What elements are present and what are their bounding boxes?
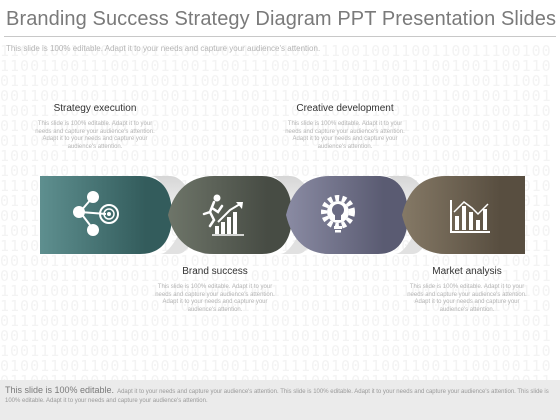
footer-text: This slide is 100% editable.Adapt it to … [5,386,555,406]
footer-bar [0,380,560,420]
step-description-strategy-execution: This slide is 100% editable. Adapt it to… [35,121,155,150]
step-description-market-analysis: This slide is 100% editable. Adapt it to… [407,284,527,313]
step-label-brand-success: Brand success [182,266,248,277]
lightbulb-gear-icon [321,195,355,233]
step-label-strategy-execution: Strategy execution [53,103,137,114]
bar-chart-icon [450,200,490,233]
title-divider [4,36,556,37]
network-target-icon [73,191,119,236]
step-label-market-analysis: Market analysis [432,266,502,277]
footer-lead: This slide is 100% editable. [5,385,115,395]
runner-growth-chart-icon [202,194,244,236]
step-description-brand-success: This slide is 100% editable. Adapt it to… [155,284,275,313]
segment-strategy-execution [40,176,172,254]
segment-brand-success [168,176,292,254]
slide-title: Branding Success Strategy Diagram PPT Pr… [6,8,557,30]
slide-subtitle: This slide is 100% editable. Adapt it to… [6,44,321,53]
step-description-creative-development: This slide is 100% editable. Adapt it to… [285,121,405,150]
step-label-creative-development: Creative development [296,103,394,114]
footer-body: Adapt it to your needs and capture your … [5,389,549,404]
